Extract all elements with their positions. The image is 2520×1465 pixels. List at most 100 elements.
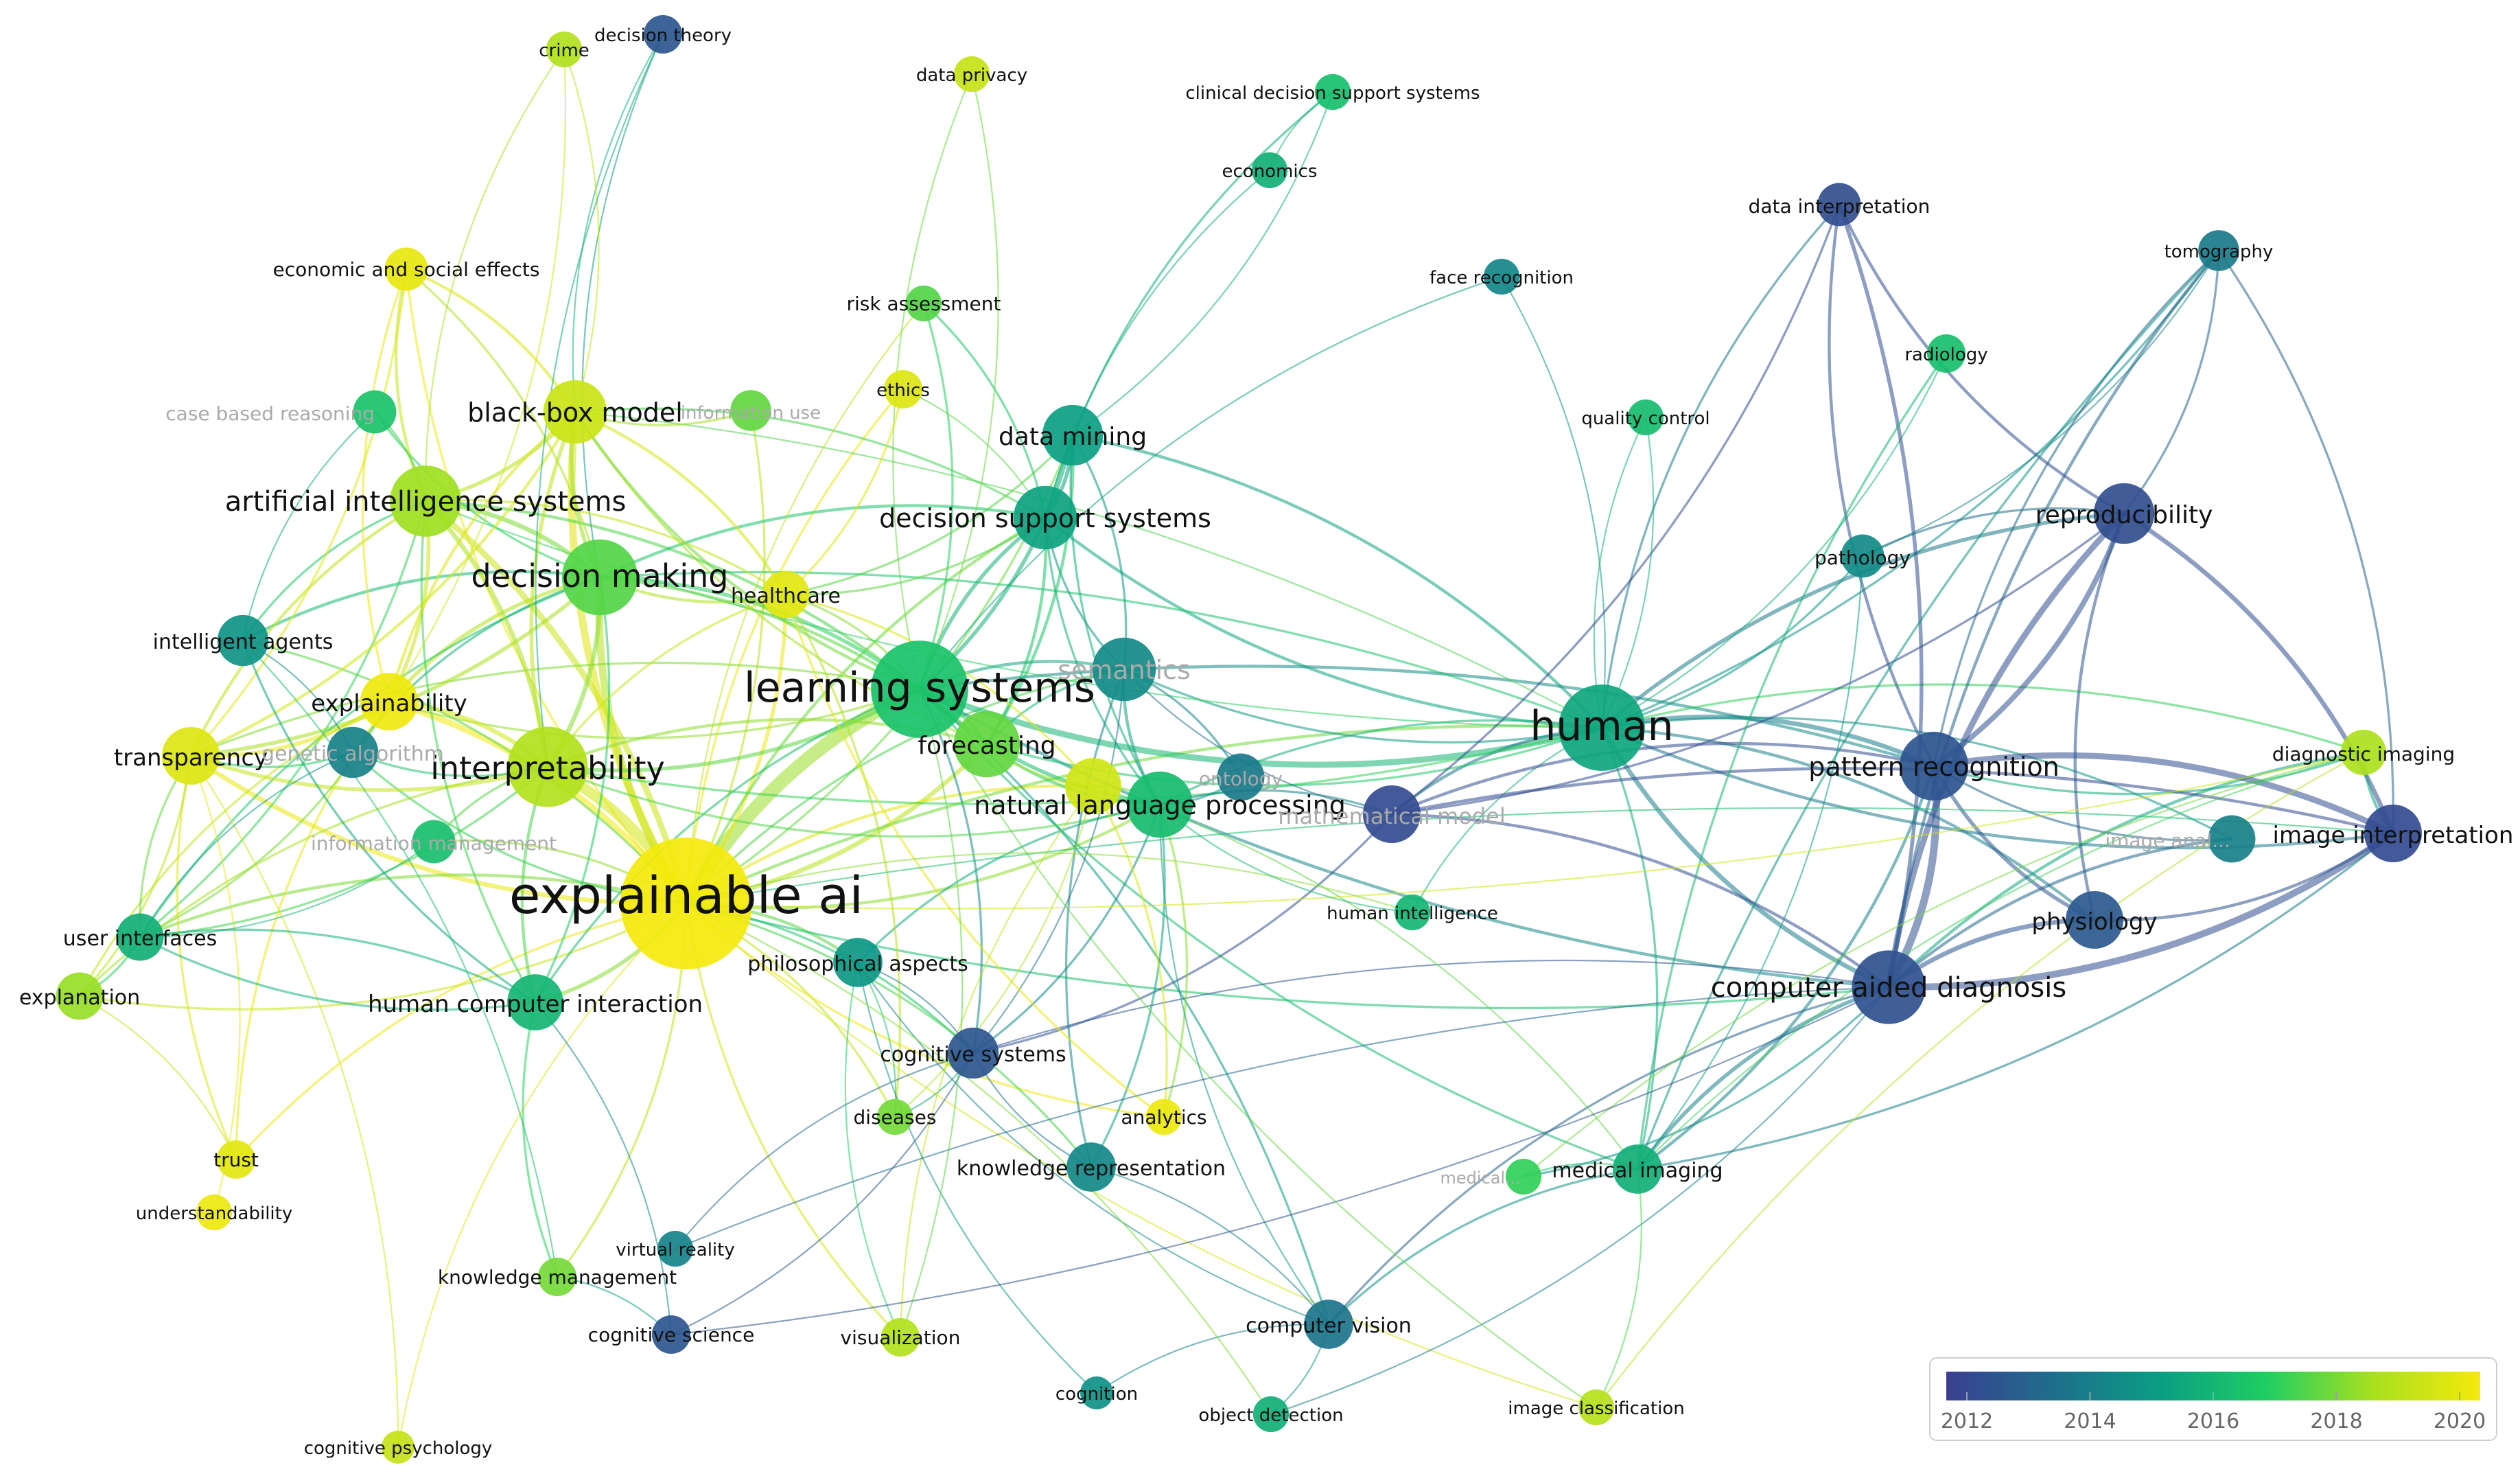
node-semantics[interactable] — [1092, 637, 1156, 702]
edge-semantics-knowledge_representation — [1064, 668, 1125, 1168]
node-transparency[interactable] — [162, 727, 220, 785]
node-analytics[interactable] — [1145, 1098, 1182, 1135]
edge-explanation-trust — [78, 995, 237, 1161]
edge-diagnostic_imaging-explainable_ai — [685, 751, 2365, 910]
label-user-interfaces: user interfaces — [63, 927, 217, 951]
node-medical-imaging[interactable] — [1613, 1144, 1662, 1194]
edge-human-medical_imaging — [1600, 726, 1659, 1170]
node-decision-support-systems[interactable] — [1013, 485, 1077, 550]
node-data-privacy[interactable] — [953, 56, 990, 93]
edge-reproducibility-data_interpretation — [1837, 203, 2126, 516]
node-visualization[interactable] — [880, 1317, 920, 1357]
node-intelligent-agents[interactable] — [217, 614, 269, 667]
node-trust[interactable] — [216, 1140, 256, 1179]
node-knowledge-management[interactable] — [537, 1257, 577, 1297]
node-crime[interactable] — [546, 31, 583, 68]
edge-pattern_recognition-medical_imaging — [1635, 764, 1936, 1171]
node-decision-making[interactable] — [561, 539, 638, 616]
node-diseases[interactable] — [876, 1098, 913, 1135]
node-economic-and-social-effects[interactable] — [384, 247, 428, 291]
edge-learning_systems-cognitive_systems — [918, 688, 983, 1054]
node-philosophical-aspects[interactable] — [833, 938, 883, 987]
node-physiology[interactable] — [2066, 891, 2123, 949]
node-cognition[interactable] — [1080, 1376, 1113, 1409]
edge-natural_language_processing-philosophical_aspects — [856, 803, 1161, 964]
node-genetic-algorithm[interactable] — [327, 726, 379, 778]
edge-computer_aided_diagnosis-image_interpretation — [1885, 830, 2396, 991]
node-artificial-intelligence-systems[interactable] — [390, 465, 461, 537]
edge-transparency-cognitive_psychology — [189, 754, 399, 1449]
node-natural-language-processing[interactable] — [1126, 771, 1193, 838]
node-human-computer-interaction[interactable] — [507, 974, 563, 1030]
label-radiology: radiology — [1904, 345, 1987, 365]
node-explainable-ai[interactable] — [620, 838, 752, 969]
node-cognitive-systems[interactable] — [947, 1027, 999, 1079]
label-computer-vision: computer vision — [1246, 1314, 1412, 1338]
node-computer-vision[interactable] — [1304, 1300, 1353, 1349]
node-unlabeled-node[interactable] — [1065, 758, 1121, 814]
edge-decision_making-case_based_reasoning — [373, 411, 601, 579]
node-human[interactable] — [1559, 684, 1645, 771]
edge-human_computer_interaction-user_interfaces — [139, 928, 537, 1004]
node-user-interfaces[interactable] — [116, 913, 164, 961]
label-clinical-decision-support-systems: clinical decision support systems — [1185, 83, 1480, 104]
edge-human-diagnostic_imaging — [1600, 683, 2365, 754]
edge-knowledge_management-intelligent_agents — [242, 639, 559, 1278]
node-cognitive-psychology[interactable] — [382, 1431, 415, 1464]
node-cognitive-science[interactable] — [651, 1315, 691, 1354]
node-explanation[interactable] — [56, 972, 104, 1020]
node-tomography[interactable] — [2198, 230, 2239, 271]
node-mathematical-model[interactable] — [1363, 785, 1421, 843]
label-information-management: information management — [311, 832, 557, 855]
edge-human-image_interpretation — [1600, 726, 2395, 850]
node-pattern-recognition[interactable] — [1899, 731, 1969, 801]
node-image-interpretation[interactable] — [2364, 805, 2422, 862]
node-virtual-reality[interactable] — [657, 1230, 694, 1267]
node-human-intelligence[interactable] — [1394, 894, 1431, 931]
node-reproducibility[interactable] — [2093, 483, 2155, 544]
node-explainability[interactable] — [360, 673, 418, 730]
node-black-box-model[interactable] — [543, 380, 607, 444]
edge-image_interpretation-physiology — [2092, 831, 2395, 922]
label-explainable-ai: explainable ai — [509, 866, 863, 925]
edge-data_mining-clinical_decision_support_systems — [1071, 91, 1334, 437]
node-object-detection[interactable] — [1252, 1396, 1290, 1433]
edge-decision_support_systems-healthcare — [784, 516, 1047, 596]
node-learning-systems[interactable] — [871, 641, 968, 738]
edge-genetic_algorithm-user_interfaces — [139, 751, 354, 938]
node-information-management[interactable] — [412, 820, 456, 864]
node-ontology[interactable] — [1217, 753, 1265, 801]
edge-human-semantics — [1123, 668, 1603, 743]
node-image-classification[interactable] — [1578, 1389, 1615, 1426]
node-computer-aided-diagnosis[interactable] — [1852, 950, 1926, 1024]
node-case-based-reasoning[interactable] — [353, 390, 397, 434]
node-clinical-decision-support-systems[interactable] — [1314, 73, 1351, 111]
label-black-box-model: black-box model — [467, 397, 683, 428]
node-ethics[interactable] — [883, 369, 923, 409]
node-diagnostic-imaging[interactable] — [2341, 730, 2386, 775]
node-economics[interactable] — [1251, 152, 1288, 189]
node-image-analysis[interactable] — [2208, 815, 2256, 863]
edge-reproducibility-physiology — [2073, 511, 2126, 922]
node-radiology[interactable] — [1926, 334, 1966, 373]
node-data-interpretation[interactable] — [1817, 183, 1861, 227]
node-knowledge-representation[interactable] — [1066, 1142, 1116, 1192]
edge-explainable_ai-information_use — [685, 409, 766, 905]
node-risk-assessment[interactable] — [905, 285, 942, 322]
label-data-mining: data mining — [999, 423, 1147, 451]
node-healthcare[interactable] — [762, 570, 810, 619]
node-understandability[interactable] — [196, 1194, 233, 1231]
edge-natural_language_processing-computer_vision — [1158, 803, 1330, 1326]
node-interpretability[interactable] — [507, 726, 588, 807]
node-decision-theory[interactable] — [643, 14, 683, 54]
node-medical[interactable] — [1505, 1158, 1542, 1195]
node-forecasting[interactable] — [953, 711, 1020, 778]
node-quality-control[interactable] — [1627, 399, 1664, 436]
edge-learning_systems-medical_imaging — [918, 688, 1639, 1170]
edge-pattern_recognition-reproducibility — [1931, 511, 2127, 769]
node-data-mining[interactable] — [1042, 404, 1104, 466]
edge-healthcare-ethics — [784, 388, 905, 596]
node-information-use[interactable] — [730, 390, 771, 431]
node-pathology[interactable] — [1841, 534, 1885, 578]
node-face-recognition[interactable] — [1483, 258, 1520, 295]
